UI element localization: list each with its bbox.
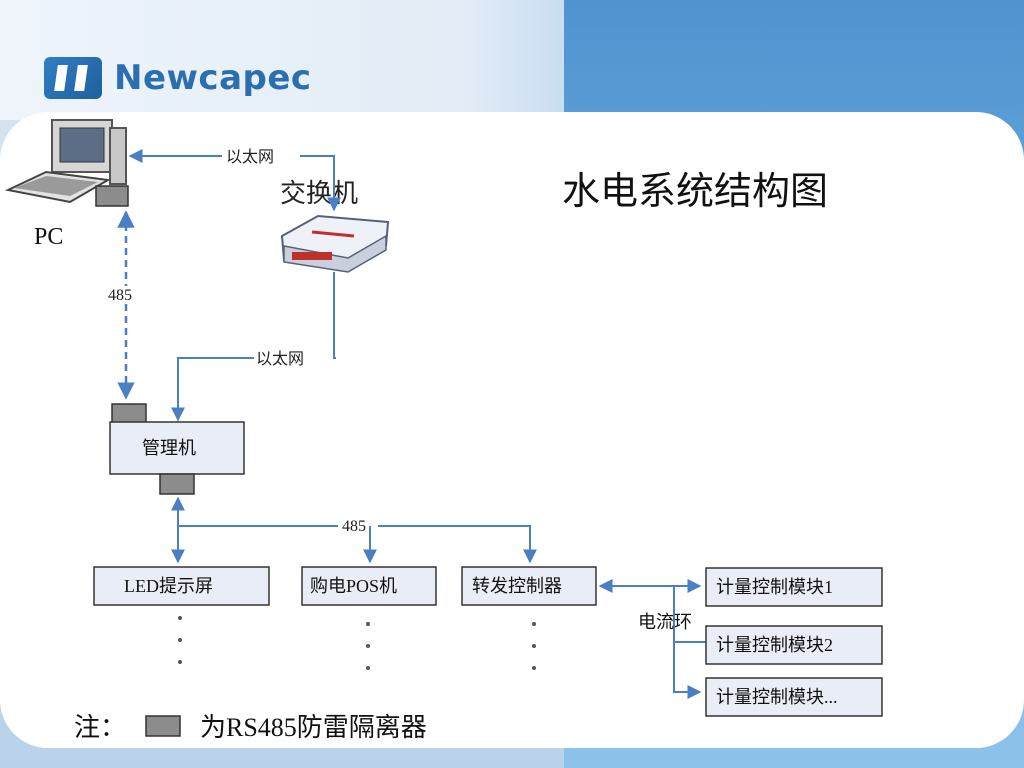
led-box <box>93 566 270 606</box>
switch-device-icon <box>280 214 390 273</box>
continuation-dots <box>178 616 536 670</box>
manager-top-isolator <box>111 403 147 425</box>
brand-mark-icon <box>44 57 102 99</box>
pos-box <box>301 566 437 606</box>
ethernet-mid-label: 以太网 <box>256 350 304 368</box>
meter-3-label: 计量控制模块... <box>716 687 838 707</box>
pc-label: PC <box>34 224 63 250</box>
meter-2-label: 计量控制模块2 <box>716 635 833 655</box>
pc-computer-icon <box>4 119 127 204</box>
brand-name: Newcapec <box>114 58 312 98</box>
switch-label: 交换机 <box>280 179 358 208</box>
meter-1-box <box>705 567 883 607</box>
manager-box <box>109 421 245 475</box>
manager-label: 管理机 <box>142 438 196 458</box>
diagram-title: 水电系统结构图 <box>562 169 828 213</box>
pc-isolator <box>95 185 129 207</box>
meter-2-box <box>705 625 883 665</box>
ethernet-top-label: 以太网 <box>226 148 274 166</box>
manager-bottom-isolator <box>159 473 195 495</box>
meter-1-label: 计量控制模块1 <box>716 577 833 597</box>
rs485-bus-label: 485 <box>342 518 366 535</box>
pos-label: 购电POS机 <box>310 576 397 596</box>
legend-isolator-swatch <box>145 715 181 737</box>
forwarder-label: 转发控制器 <box>472 576 562 596</box>
legend-prefix: 注： <box>74 713 126 742</box>
legend-text: 为RS485防雷隔离器 <box>200 713 427 742</box>
brand-logo: Newcapec <box>44 56 312 100</box>
forwarder-box <box>461 566 597 606</box>
rs485-vertical-label: 485 <box>108 287 132 304</box>
current-loop-label: 电流环 <box>638 612 692 632</box>
led-label: LED提示屏 <box>124 576 213 596</box>
meter-3-box <box>705 677 883 717</box>
